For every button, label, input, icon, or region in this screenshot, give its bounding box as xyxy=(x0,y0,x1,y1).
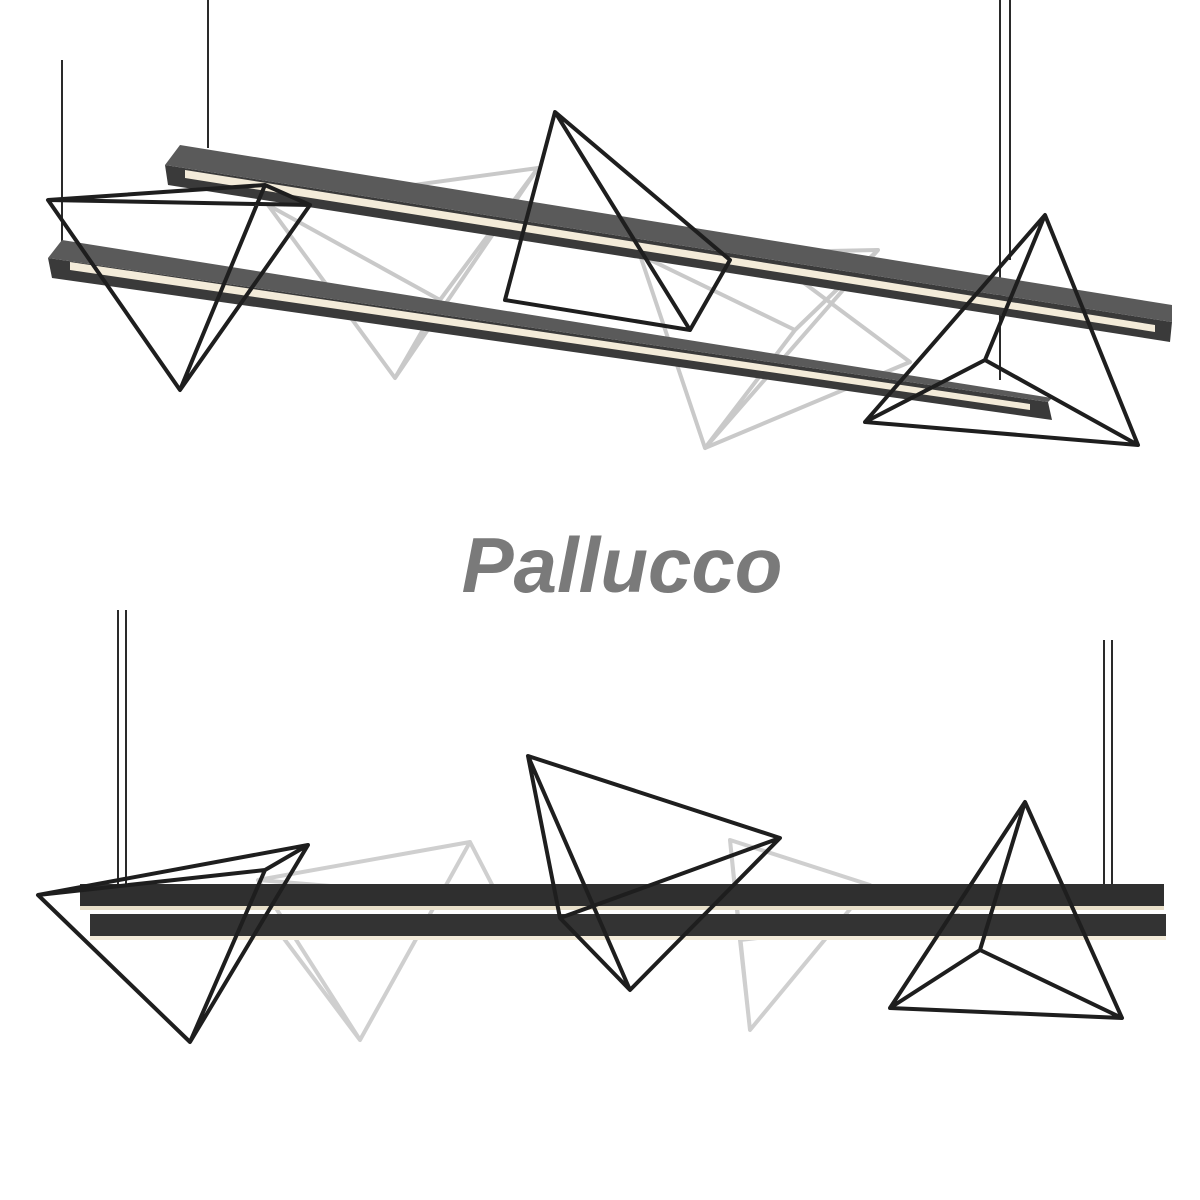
silver-frame-3 xyxy=(704,278,912,450)
dark-frame-4 xyxy=(36,843,310,1044)
lower-bar xyxy=(90,914,1166,938)
brand-name: Pallucco xyxy=(462,521,783,609)
dark-frame-left xyxy=(46,183,312,392)
front-light-bar xyxy=(165,145,1172,342)
top-dark-frames xyxy=(46,110,1140,447)
top-lamp-view xyxy=(46,0,1172,450)
top-suspension-cables xyxy=(61,0,1011,380)
bottom-suspension-cables xyxy=(117,610,1113,900)
dark-frame-5 xyxy=(526,754,782,992)
bottom-dark-frames xyxy=(36,754,1124,1044)
dark-frame-right xyxy=(863,213,1140,447)
dark-frame-6 xyxy=(888,800,1124,1020)
bottom-light-bars xyxy=(80,884,1166,940)
dark-frame-middle xyxy=(503,110,732,332)
rear-light-bar xyxy=(48,240,1052,420)
bottom-lamp-view xyxy=(36,610,1166,1044)
